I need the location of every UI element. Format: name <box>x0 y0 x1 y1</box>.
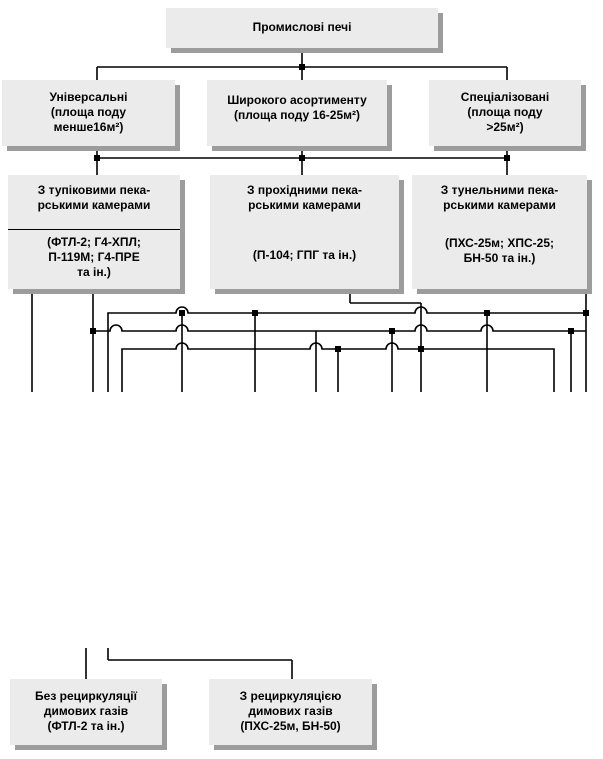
category-universal-area-value: менше16м²) <box>53 120 124 134</box>
type-pass-through-examples: (П-104; ГПГ та ін.) <box>252 248 357 262</box>
root-label: Промислові печі <box>252 20 352 34</box>
type-dead-end-chambers: З тупіковими пека- рськими камерами (ФТЛ… <box>8 175 180 289</box>
root-node: Промислові печі <box>166 8 438 48</box>
type-tunnel-examples-2: БН-50 та ін.) <box>463 251 536 265</box>
category-specialized: Спеціалізовані (площа поду >25м²) <box>429 80 581 146</box>
type-pass-through-chambers: З прохідними пека- рськими камерами (П-1… <box>210 175 399 289</box>
type-pass-through-title-1: З прохідними пека- <box>247 183 362 197</box>
category-specialized-title: Спеціалізовані <box>460 90 550 104</box>
category-wide-range-title: Широкого асортименту <box>227 93 367 107</box>
type-dead-end-examples-1: (ФТЛ-2; Г4-ХПЛ; <box>47 235 141 249</box>
category-specialized-area-value: >25м²) <box>486 120 524 134</box>
category-wide-range-area: (площа поду 16-25м²) <box>233 108 361 122</box>
type-tunnel-title-1: З тунельними пека- <box>440 183 559 197</box>
category-universal-title: Універсальні <box>49 90 128 104</box>
option-with-recirculation-title: З рециркуляцією <box>239 689 342 703</box>
option-with-recirculation: З рециркуляцією димових газів (ПХС-25м, … <box>209 679 372 745</box>
type-dead-end-divider <box>8 229 180 230</box>
category-universal-area: (площа поду <box>50 105 127 119</box>
category-wide-range: Широкого асортименту (площа поду 16-25м²… <box>207 80 387 146</box>
category-specialized-area: (площа поду <box>467 105 543 119</box>
type-dead-end-examples-3: та ін.) <box>77 265 111 279</box>
type-tunnel-title-2: рськими камерами <box>443 198 556 212</box>
category-universal: Універсальні (площа поду менше16м²) <box>2 80 175 146</box>
option-no-recirculation-title: Без рециркуляції <box>35 689 137 703</box>
option-with-recirculation-subject: димових газів <box>248 704 333 718</box>
option-no-recirculation-subject: димових газів <box>43 704 129 718</box>
junction-dots <box>90 64 589 352</box>
type-tunnel-examples-1: (ПХС-25м; ХПС-25; <box>444 236 555 250</box>
type-dead-end-title-2: рськими камерами <box>37 198 151 212</box>
type-tunnel-chambers: З тунельними пека- рськими камерами (ПХС… <box>412 175 587 289</box>
option-no-recirculation-examples: (ФТЛ-2 та ін.) <box>47 719 125 733</box>
type-dead-end-title-1: З тупіковими пека- <box>37 183 151 197</box>
type-dead-end-examples-2: П-119М; Г4-ПРЕ <box>48 250 140 264</box>
option-no-recirculation: Без рециркуляції димових газів (ФТЛ-2 та… <box>10 679 162 745</box>
type-pass-through-title-2: рськими камерами <box>248 198 361 212</box>
option-with-recirculation-examples: (ПХС-25м, БН-50) <box>240 719 341 733</box>
